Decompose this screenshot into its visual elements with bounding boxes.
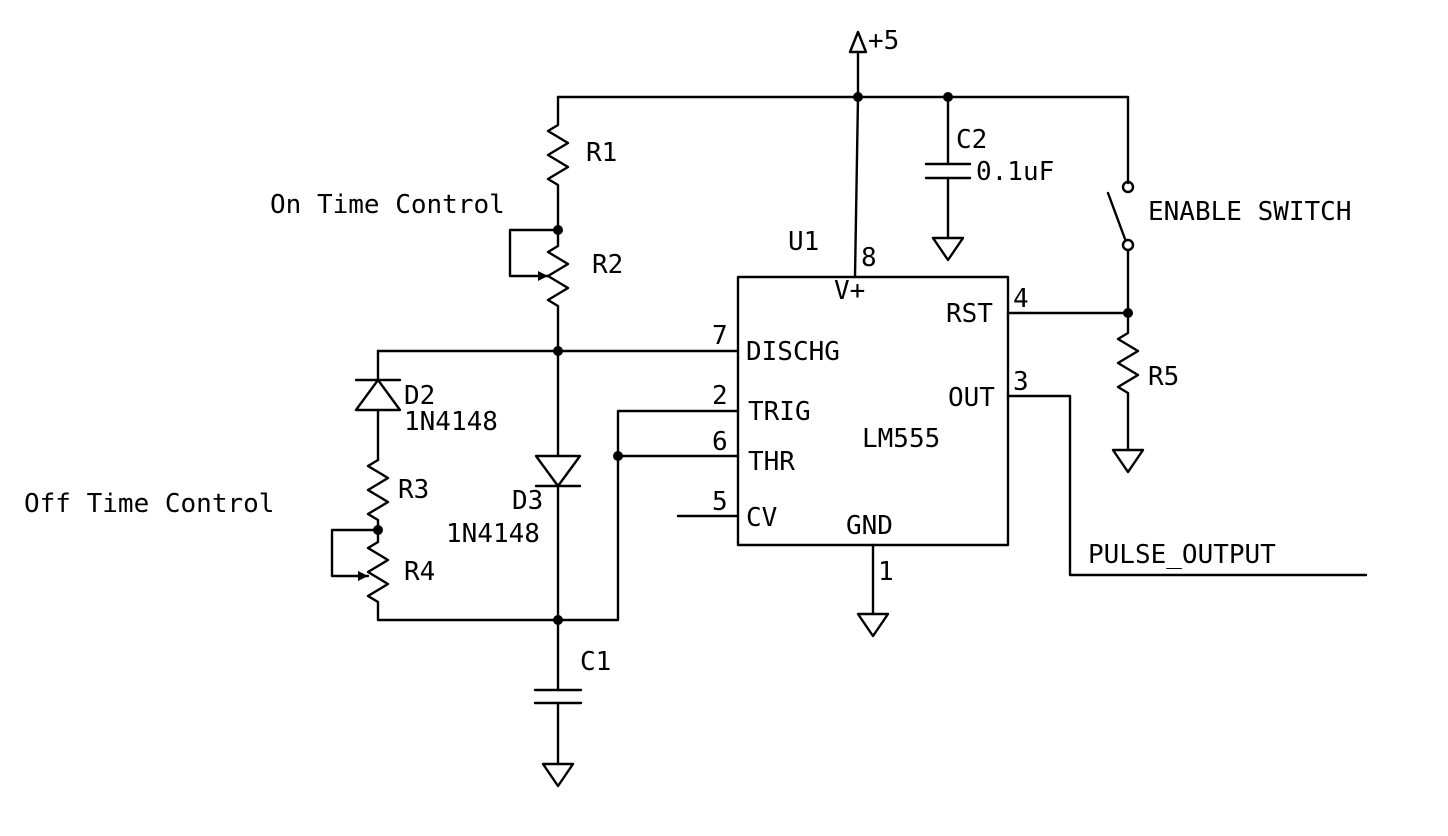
r1-label: R1 <box>586 138 617 168</box>
d3-part-label: 1N4148 <box>446 519 540 549</box>
u1-part-label: LM555 <box>862 424 940 454</box>
pin7-name: DISCHG <box>746 337 840 367</box>
on-time-control-label: On Time Control <box>270 190 505 220</box>
c2-label: C2 <box>956 125 987 155</box>
pulse-output-label: PULSE_OUTPUT <box>1088 540 1276 570</box>
r2-label: R2 <box>592 250 623 280</box>
junction-r1-r2 <box>553 225 563 235</box>
pin1-name: GND <box>846 511 893 541</box>
potentiometer-r4 <box>330 528 560 622</box>
d2-part-label: 1N4148 <box>404 407 498 437</box>
pin3-output-wire <box>1006 394 1368 577</box>
pin6-number: 6 <box>712 427 728 457</box>
pin5-name: CV <box>746 503 777 533</box>
ground-symbol-c1 <box>541 762 575 788</box>
pin2-pin6-wire <box>556 409 740 622</box>
d3-label: D3 <box>512 486 543 516</box>
potentiometer-r2 <box>508 228 570 353</box>
ground-symbol-u1 <box>856 612 890 638</box>
r3-label: R3 <box>398 475 429 505</box>
resistor-r1 <box>546 95 570 232</box>
enable-switch-label: ENABLE SWITCH <box>1148 197 1352 227</box>
vcc-label: +5 <box>868 26 899 56</box>
c2-value-label: 0.1uF <box>976 157 1054 187</box>
pin8-name: V+ <box>834 276 865 306</box>
pin7-number: 7 <box>712 321 728 351</box>
ground-symbol-r5 <box>1111 448 1145 474</box>
pin8-number: 8 <box>861 243 877 273</box>
ground-symbol-c2 <box>931 236 965 262</box>
u1-ref-label: U1 <box>788 227 819 257</box>
resistor-r3 <box>366 458 390 532</box>
pin2-number: 2 <box>712 381 728 411</box>
diode-d2 <box>354 349 402 462</box>
resistor-r5 <box>1116 311 1140 452</box>
pin2-name: TRIG <box>748 397 811 427</box>
r5-label: R5 <box>1148 362 1179 392</box>
capacitor-c2 <box>924 95 972 240</box>
pin3-name: OUT <box>948 383 995 413</box>
enable-switch <box>1106 180 1135 315</box>
r4-label: R4 <box>404 557 435 587</box>
top-rail-wire <box>556 95 1130 185</box>
pin3-number: 3 <box>1013 367 1029 397</box>
pin1-number: 1 <box>878 557 894 587</box>
pin4-name: RST <box>946 299 993 329</box>
pin5-number: 5 <box>712 487 728 517</box>
off-time-control-label: Off Time Control <box>24 489 274 519</box>
junction-trig-thr <box>613 451 623 461</box>
pin8-wire <box>853 95 860 279</box>
pin4-number: 4 <box>1013 284 1029 314</box>
diode-d3 <box>534 349 582 622</box>
c1-label: C1 <box>580 647 611 677</box>
d2-label: D2 <box>404 381 435 411</box>
pin6-name: THR <box>748 447 795 477</box>
vcc-supply-symbol <box>848 30 868 99</box>
capacitor-c1 <box>533 618 583 766</box>
